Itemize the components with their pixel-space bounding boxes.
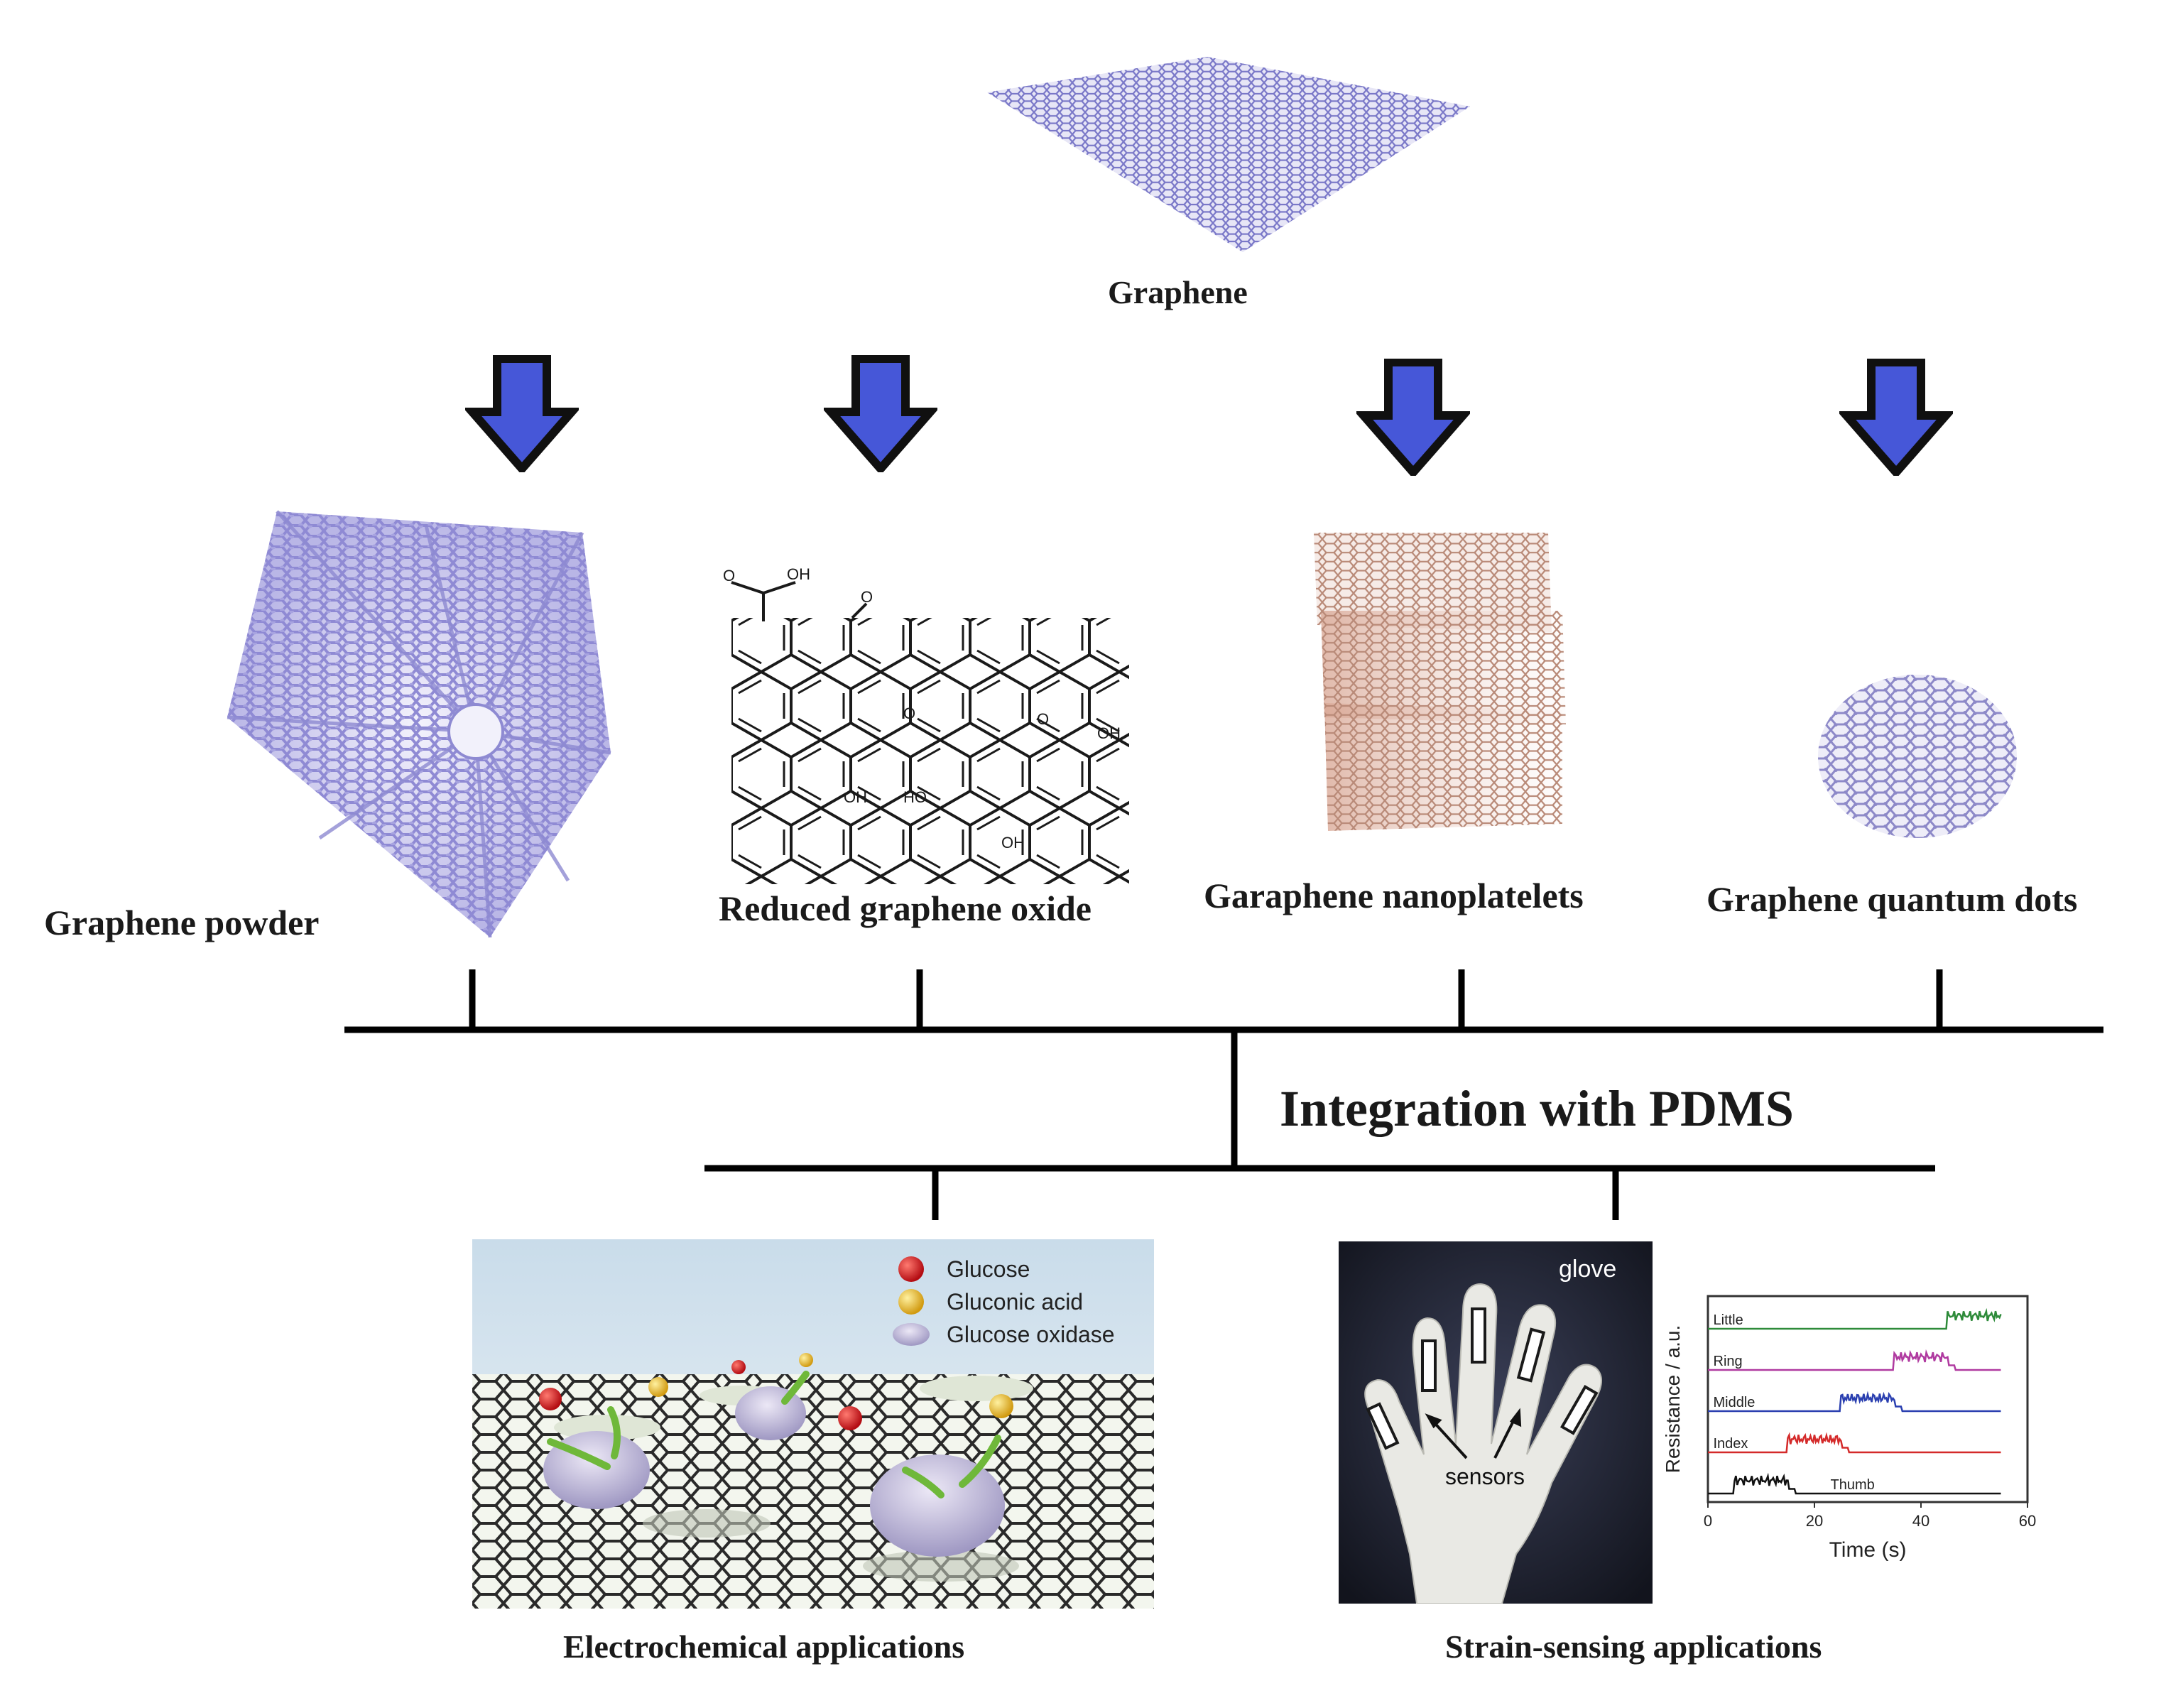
glucose-legend-marker — [898, 1256, 924, 1282]
graphene-powder-label: Graphene powder — [44, 903, 320, 942]
sensor-glove-image: glove sensors — [1339, 1241, 1653, 1604]
chart-y-axis-label: Resistance / a.u. — [1662, 1325, 1684, 1474]
go-oh-label: OH — [1001, 834, 1025, 852]
series-line-thumb — [1708, 1472, 2001, 1495]
graphene-sheet-image — [987, 57, 1470, 252]
graphene-label: Graphene — [1108, 274, 1248, 310]
chart-plot-area — [1707, 1295, 2029, 1503]
series-line-little — [1708, 1307, 2002, 1330]
legend-gluconic-acid-label: Gluconic acid — [947, 1289, 1083, 1315]
go-cooh-oh-label: OH — [787, 565, 810, 583]
series-label-middle: Middle — [1714, 1395, 1756, 1410]
legend-glucose-oxidase-label: Glucose oxidase — [947, 1322, 1115, 1347]
graphene-quantum-dots-image — [1818, 675, 2017, 838]
series-label-index: Index — [1714, 1436, 1748, 1452]
arrow-down-icon — [824, 355, 937, 472]
go-epoxy-label: O — [1037, 710, 1049, 728]
go-oh-label: OH — [1097, 724, 1121, 742]
reduced-graphene-oxide-label: Reduced graphene oxide — [719, 888, 1092, 928]
electrochemical-application-image: Glucose Gluconic acid Glucose oxidase — [472, 1239, 1154, 1609]
strain-sensing-applications-label: Strain-sensing applications — [1445, 1628, 1822, 1665]
go-ho-label: HO — [903, 788, 927, 806]
arrow-down-icon — [1839, 359, 1953, 476]
series-label-thumb: Thumb — [1831, 1477, 1875, 1493]
integration-tree-connector — [344, 969, 2103, 1220]
glucose-oxidase-legend-marker — [893, 1323, 930, 1346]
series-line-middle — [1708, 1391, 2001, 1413]
go-epoxy-label: O — [861, 588, 873, 606]
arrow-down-icon — [465, 355, 579, 472]
graphene-quantum-dots-label: Graphene quantum dots — [1707, 879, 2078, 919]
go-oh-label: OH — [844, 788, 867, 806]
x-tick-label: 0 — [1704, 1512, 1712, 1530]
x-tick-label: 20 — [1806, 1512, 1823, 1530]
gluconic-acid-legend-marker — [898, 1289, 924, 1315]
arrow-down-icon — [1356, 359, 1470, 476]
chart-x-axis-label: Time (s) — [1829, 1538, 1907, 1562]
series-label-ring: Ring — [1714, 1354, 1743, 1369]
x-tick-label: 40 — [1912, 1512, 1929, 1530]
series-line-index — [1708, 1432, 2001, 1454]
reduced-graphene-oxide-image: O OH O O O OH OH HO OH — [723, 565, 1129, 884]
graphene-nanoplatelets-label: Garaphene nanoplatelets — [1204, 876, 1584, 915]
graphene-powder-image — [227, 510, 611, 938]
series-label-little: Little — [1714, 1312, 1743, 1328]
go-cooh-o-label: O — [723, 567, 735, 584]
x-tick-label: 60 — [2019, 1512, 2036, 1530]
series-line-ring — [1708, 1349, 2001, 1371]
go-epoxy-label: O — [903, 705, 915, 722]
legend-glucose-label: Glucose — [947, 1256, 1030, 1282]
integration-label: Integration with PDMS — [1280, 1080, 1794, 1137]
glove-label: glove — [1559, 1256, 1616, 1283]
electrochemical-applications-label: Electrochemical applications — [563, 1628, 965, 1665]
sensors-label: sensors — [1445, 1464, 1525, 1489]
graphene-nanoplatelets-image — [1314, 533, 1566, 831]
